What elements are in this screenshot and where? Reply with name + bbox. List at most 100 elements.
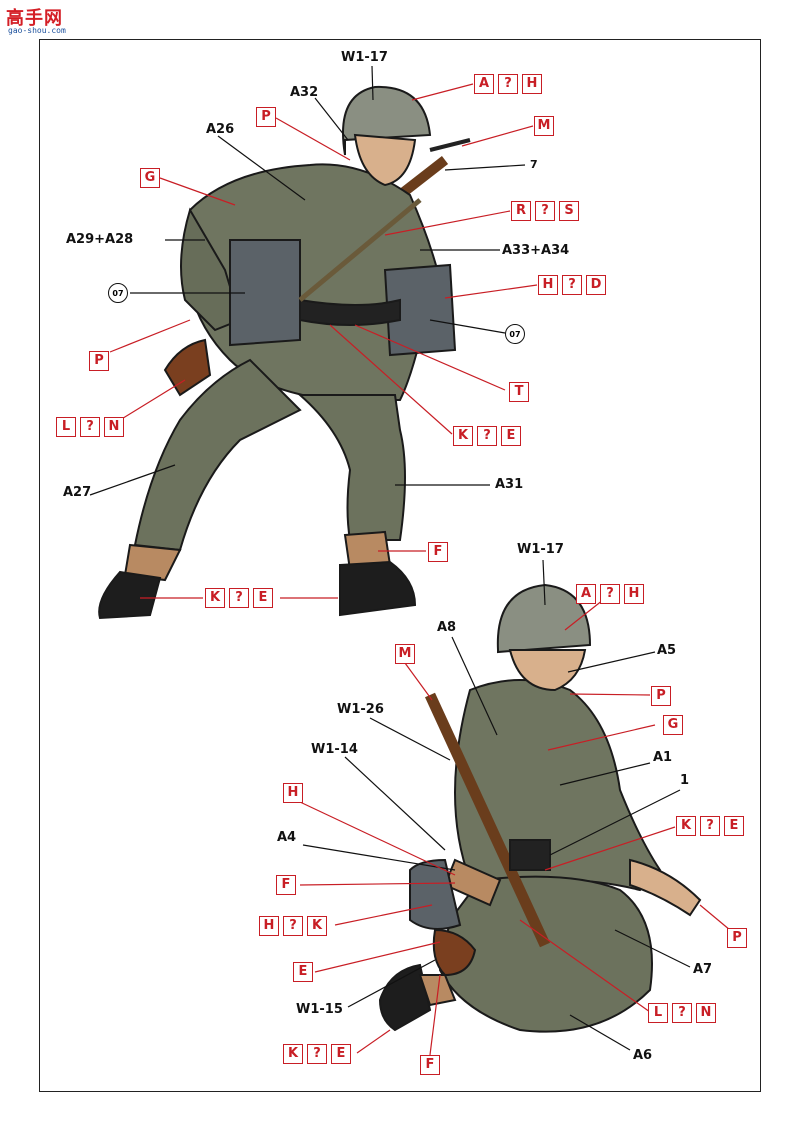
code-l-q-n-b: L ? N <box>648 1003 716 1023</box>
code-t: T <box>509 382 529 402</box>
code-box: G <box>663 715 683 735</box>
code-box: R <box>511 201 531 221</box>
label-a32: A32 <box>290 85 319 100</box>
code-m: M <box>534 116 554 136</box>
code-a-q-h-b: A ? H <box>576 584 644 604</box>
code-box: P <box>89 351 109 371</box>
code-box: ? <box>600 584 620 604</box>
code-k-q-e-b: K ? E <box>676 816 744 836</box>
code-box: E <box>724 816 744 836</box>
code-box: E <box>253 588 273 608</box>
label-a27: A27 <box>63 485 92 500</box>
code-box: L <box>56 417 76 437</box>
code-box: E <box>293 962 313 982</box>
label-a33-a34: A33+A34 <box>502 243 570 258</box>
code-box: N <box>696 1003 716 1023</box>
code-box: ? <box>672 1003 692 1023</box>
label-a5: A5 <box>657 643 677 658</box>
code-box: L <box>648 1003 668 1023</box>
code-box: K <box>307 916 327 936</box>
label-w1-17-b: W1-17 <box>517 542 564 557</box>
code-box: H <box>624 584 644 604</box>
figure2-soldier <box>378 583 702 1033</box>
label-a26: A26 <box>206 122 235 137</box>
code-h-q-k: H ? K <box>259 916 327 936</box>
circle-label-right: 07 <box>505 324 525 344</box>
code-f: F <box>428 542 448 562</box>
code-f-b: F <box>276 875 296 895</box>
code-box: H <box>522 74 542 94</box>
code-f-b2: F <box>420 1055 440 1075</box>
label-w1-26: W1-26 <box>337 702 384 717</box>
code-box: H <box>283 783 303 803</box>
label-w1-15: W1-15 <box>296 1002 343 1017</box>
code-box: M <box>534 116 554 136</box>
code-box: ? <box>700 816 720 836</box>
code-box: ? <box>80 417 100 437</box>
figure1-soldier <box>98 85 471 620</box>
label-a7: A7 <box>693 962 713 977</box>
code-box: F <box>428 542 448 562</box>
code-k-q-e: K ? E <box>453 426 521 446</box>
code-l-q-n: L ? N <box>56 417 124 437</box>
code-p-b2: P <box>727 928 747 948</box>
code-box: ? <box>498 74 518 94</box>
code-box: T <box>509 382 529 402</box>
code-box: K <box>283 1044 303 1064</box>
code-e-b: E <box>293 962 313 982</box>
code-box: ? <box>535 201 555 221</box>
code-box: P <box>727 928 747 948</box>
code-box: P <box>256 107 276 127</box>
label-seven: 7 <box>530 158 538 171</box>
code-g-b: G <box>663 715 683 735</box>
code-box: ? <box>477 426 497 446</box>
code-k-q-e-boots: K ? E <box>205 588 273 608</box>
code-box: A <box>576 584 596 604</box>
code-h-q-d: H ? D <box>538 275 606 295</box>
label-a1: A1 <box>653 750 673 765</box>
code-box: ? <box>562 275 582 295</box>
code-a-q-h: A ? H <box>474 74 542 94</box>
page-frame <box>39 39 761 1092</box>
site-logo: 高手网 gao-shou.com <box>6 4 76 38</box>
label-a8: A8 <box>437 620 457 635</box>
code-p: P <box>256 107 276 127</box>
code-box: M <box>395 644 415 664</box>
label-a6: A6 <box>633 1048 653 1063</box>
code-box: N <box>104 417 124 437</box>
code-box: H <box>538 275 558 295</box>
label-w1-17: W1-17 <box>341 50 388 65</box>
code-box: K <box>676 816 696 836</box>
code-g: G <box>140 168 160 188</box>
code-box: E <box>331 1044 351 1064</box>
code-box: F <box>420 1055 440 1075</box>
code-box: A <box>474 74 494 94</box>
code-box: E <box>501 426 521 446</box>
label-a31: A31 <box>495 477 524 492</box>
code-box: H <box>259 916 279 936</box>
logo-url: gao-shou.com <box>8 26 66 35</box>
label-w1-14: W1-14 <box>311 742 358 757</box>
code-box: S <box>559 201 579 221</box>
code-r-q-s: R ? S <box>511 201 579 221</box>
label-a29-a28: A29+A28 <box>66 232 134 247</box>
code-box: P <box>651 686 671 706</box>
code-h-b: H <box>283 783 303 803</box>
code-box: G <box>140 168 160 188</box>
label-a4: A4 <box>277 830 297 845</box>
circle-label-left: 07 <box>108 283 128 303</box>
code-box: K <box>205 588 225 608</box>
code-m-b: M <box>395 644 415 664</box>
figure1-leader-lines <box>89 65 538 599</box>
code-box: K <box>453 426 473 446</box>
code-p-b: P <box>651 686 671 706</box>
code-box: ? <box>283 916 303 936</box>
code-box: ? <box>229 588 249 608</box>
logo-title: 高手网 <box>6 8 63 29</box>
code-box: F <box>276 875 296 895</box>
code-box: ? <box>307 1044 327 1064</box>
label-one: 1 <box>680 773 690 788</box>
code-p-2: P <box>89 351 109 371</box>
figure2-leader-lines <box>299 559 731 1056</box>
